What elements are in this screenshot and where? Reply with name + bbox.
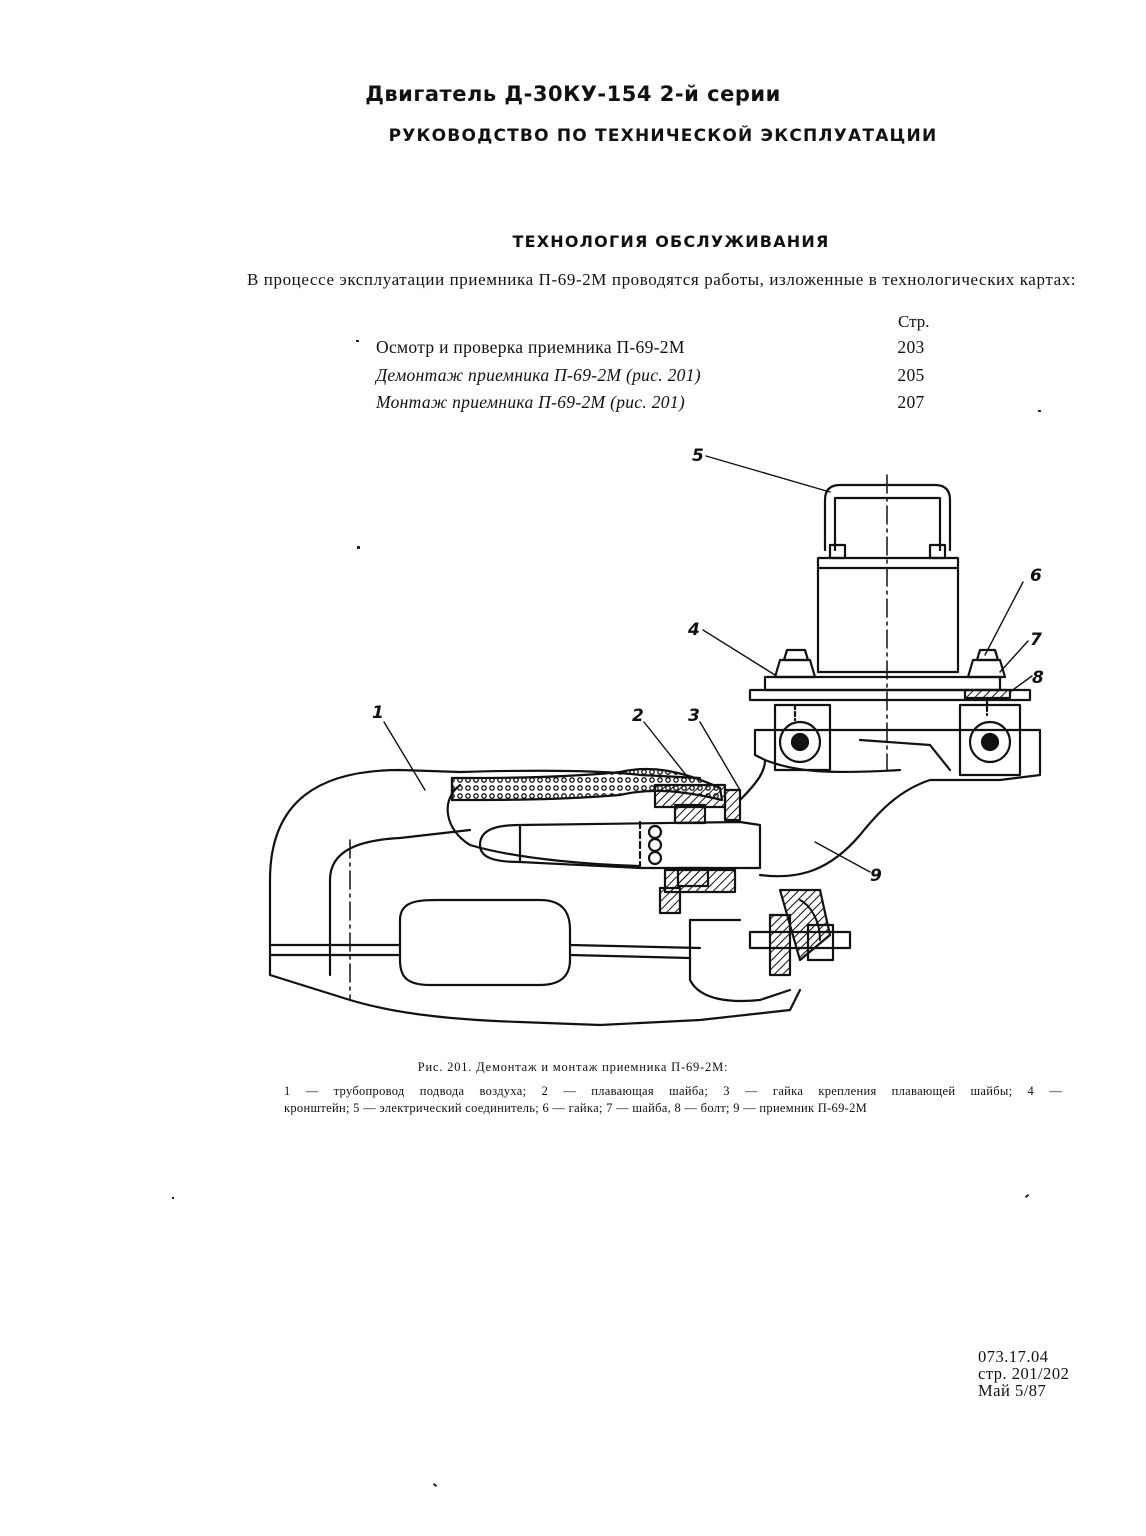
revision-date: Май 5/87 bbox=[978, 1381, 1047, 1400]
receiver-assembly-drawing bbox=[268, 455, 1042, 1027]
air-pipe-outline bbox=[268, 768, 702, 977]
contents-row-page: 203 bbox=[897, 337, 925, 357]
document-reference: 073.17.04 стр. 201/202 Май 5/87 bbox=[978, 1348, 1069, 1399]
callout-5: 5 bbox=[692, 446, 704, 466]
contents-row-page: 205 bbox=[897, 365, 925, 385]
contents-row: Осмотр и проверка приемника П-69-2М 203 bbox=[376, 337, 936, 359]
figure-legend-line-1: 1 — трубопровод подвода воздуха; 2 — пла… bbox=[284, 1084, 1062, 1098]
page-number: стр. 201/202 bbox=[978, 1364, 1070, 1383]
contents-row-label: Осмотр и проверка приемника П-69-2М bbox=[376, 337, 685, 357]
scan-speck bbox=[357, 546, 360, 549]
figure-caption: Рис. 201. Демонтаж и монтаж приемника П-… bbox=[417, 1060, 729, 1074]
document-subtitle: РУКОВОДСТВО ПО ТЕХНИЧЕСКОЙ ЭКСПЛУАТАЦИИ bbox=[388, 126, 938, 146]
callout-7: 7 bbox=[1030, 630, 1042, 650]
scan-speck bbox=[1024, 1193, 1030, 1199]
callout-2: 2 bbox=[632, 706, 644, 726]
document-code: 073.17.04 bbox=[978, 1347, 1049, 1366]
scan-speck bbox=[1038, 410, 1041, 412]
figure-legend-line-2: кронштейн; 5 — электрический соединитель… bbox=[284, 1101, 868, 1115]
callout-3: 3 bbox=[688, 706, 700, 726]
scan-speck bbox=[356, 340, 359, 342]
callout-9: 9 bbox=[870, 866, 882, 886]
contents-row-label: Демонтаж приемника П-69-2М (рис. 201) bbox=[376, 365, 701, 385]
scan-speck bbox=[432, 1482, 438, 1488]
scan-speck bbox=[172, 1197, 174, 1199]
contents-row: Монтаж приемника П-69-2М (рис. 201) 207 bbox=[376, 392, 936, 414]
callout-8: 8 bbox=[1032, 668, 1044, 688]
contents-row-page: 207 bbox=[897, 392, 925, 412]
callout-4: 4 bbox=[688, 620, 700, 640]
callout-6: 6 bbox=[1030, 566, 1042, 586]
intro-paragraph: В процессе эксплуатации приемника П-69-2… bbox=[247, 270, 1077, 289]
document-title: Двигатель Д-30КУ-154 2-й серии bbox=[365, 82, 781, 106]
contents-page-header: Стр. bbox=[898, 312, 930, 331]
contents-row-label: Монтаж приемника П-69-2М (рис. 201) bbox=[376, 392, 685, 412]
contents-row: Демонтаж приемника П-69-2М (рис. 201) 20… bbox=[376, 365, 936, 387]
section-title: ТЕХНОЛОГИЯ ОБСЛУЖИВАНИЯ bbox=[512, 232, 830, 251]
callout-1: 1 bbox=[372, 703, 384, 723]
